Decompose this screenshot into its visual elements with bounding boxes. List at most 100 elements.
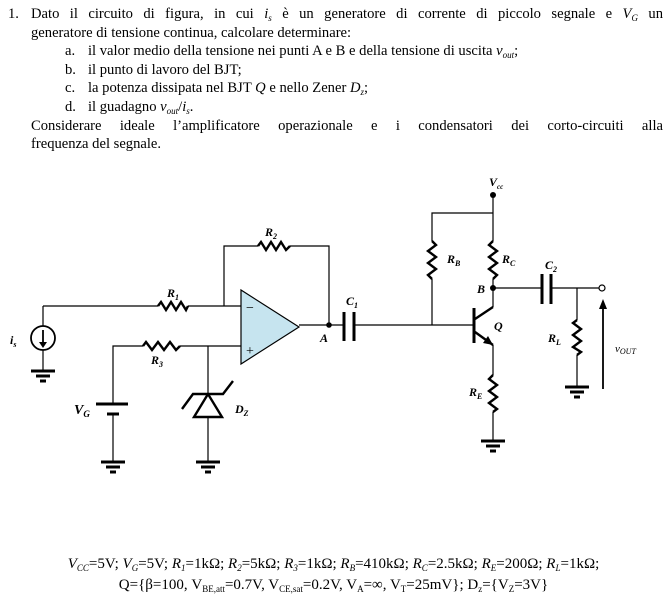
ground-icon (563, 385, 591, 399)
label-vout: vOUT (615, 343, 636, 356)
param-value: =5V; (88, 556, 119, 572)
param-symbol: R (481, 556, 491, 572)
symbol: v (496, 43, 503, 60)
param-text: =0.7V, V (224, 577, 280, 593)
item-letter: a. (65, 43, 76, 60)
label-r1: R1 (166, 286, 179, 302)
param-symbol: R (340, 556, 350, 572)
note-line2: frequenza del segnale. (31, 136, 162, 153)
param-text: =0.2V, V (302, 577, 358, 593)
label-r2: R2 (264, 225, 277, 241)
param-sub: 3 (293, 563, 298, 573)
param-sub: C (421, 563, 428, 573)
item-letter: c. (65, 80, 76, 97)
param-sub: 2 (237, 563, 242, 573)
param-text: ={V (482, 577, 509, 593)
item-text: . (189, 99, 194, 115)
vcc-terminal (490, 192, 496, 198)
param-symbol: V (122, 556, 132, 572)
param-sub: L (555, 563, 561, 573)
node-a (326, 322, 332, 328)
opamp-minus: − (246, 301, 254, 316)
ground-icon (479, 439, 507, 453)
param-symbol: R (228, 556, 238, 572)
resistor-r3 (142, 340, 181, 352)
symbol-sub: s (268, 13, 272, 23)
item-a: a.il valor medio della tensione nei punt… (65, 42, 518, 61)
ground-icon (29, 369, 57, 383)
label-vcc: Vcc (489, 175, 503, 191)
symbol: Q (255, 80, 266, 97)
parameters-line1: VCC=5V; VG=5V; R1=1kΩ; R2=5kΩ; R3=1kΩ; R… (0, 556, 667, 573)
param-value: =1kΩ; (560, 556, 600, 572)
param-sub: z (478, 584, 483, 594)
bjt-q (472, 306, 494, 375)
op-amp (240, 288, 301, 366)
param-value: =1kΩ; (185, 556, 225, 572)
symbol: D (349, 80, 361, 97)
item-text: la potenza dissipata nel BJT (88, 80, 256, 97)
symbol-sub: out (502, 50, 515, 61)
param-r3: R3=1kΩ; (284, 556, 337, 573)
param-symbol: R (171, 556, 181, 572)
item-text: e nello Zener (265, 80, 350, 97)
label-rc: RC (501, 252, 516, 268)
current-source-is (29, 306, 57, 383)
item-text: ; (364, 80, 369, 97)
label-a: A (319, 331, 328, 345)
param-symbol: R (412, 556, 422, 572)
param-sub: 1 (180, 563, 186, 573)
param-rc: RC=2.5kΩ; (412, 556, 478, 573)
resistor-rc (487, 240, 499, 280)
battery-vg (96, 402, 128, 474)
param-value: =410kΩ; (355, 556, 409, 572)
label-q: Q (494, 319, 503, 333)
problem-intro-line1: Dato il circuito di figura, in cui is è … (31, 5, 663, 24)
param-text: =25mV}; D (406, 577, 479, 593)
capacitor-c1 (342, 312, 356, 341)
symbol-sub: s (186, 106, 190, 116)
label-re: RE (468, 385, 482, 401)
resistor-rb (426, 240, 438, 280)
symbol-sub: out (166, 106, 179, 116)
capacitor-c2 (540, 274, 553, 304)
param-text: =∞, V (363, 577, 401, 593)
param-symbol: V (67, 556, 77, 572)
param-sub: BE,att (202, 584, 225, 594)
item-letter: b. (65, 61, 76, 78)
symbol-vg: V (622, 6, 632, 22)
label-rb: RB (446, 252, 461, 268)
ground-icon (194, 460, 222, 474)
param-sub: T (400, 584, 407, 594)
symbol-sub: z (360, 87, 365, 98)
item-text: ; (514, 43, 519, 60)
item-text: il guadagno (88, 99, 161, 115)
label-vg: VG (74, 403, 90, 419)
problem-intro-line2: generatore di tensione continua, calcola… (31, 24, 352, 41)
intro-text: un (637, 6, 664, 22)
param-sub: E (490, 563, 497, 573)
intro-text: è un generatore di corrente di piccolo s… (271, 6, 623, 22)
param-symbol: R (284, 556, 294, 572)
intro-text: Dato il circuito di figura, in cui (31, 6, 265, 22)
param-rb: RB=410kΩ; (340, 556, 409, 573)
label-rl: RL (547, 331, 561, 347)
param-value: =1kΩ; (297, 556, 337, 572)
item-text: il punto di lavoro del BJT; (88, 61, 242, 78)
symbol-sub: G (631, 13, 638, 23)
param-symbol: R (546, 556, 556, 572)
param-sub: CE,sat (279, 584, 303, 594)
label-b: B (476, 282, 485, 296)
symbol: v (160, 99, 167, 115)
param-rl: RL=1kΩ; (546, 556, 600, 573)
item-b: b. il punto di lavoro del BJT; (65, 61, 242, 80)
param-text: Q={β=100, V (118, 577, 203, 593)
resistor-r1 (157, 299, 190, 313)
vout-arrow-icon (599, 299, 607, 389)
param-value: =2.5kΩ; (427, 556, 478, 572)
param-sub: G (131, 563, 139, 573)
opamp-plus: + (246, 344, 254, 359)
param-value: =5kΩ; (241, 556, 281, 572)
item-text: / (178, 99, 183, 115)
